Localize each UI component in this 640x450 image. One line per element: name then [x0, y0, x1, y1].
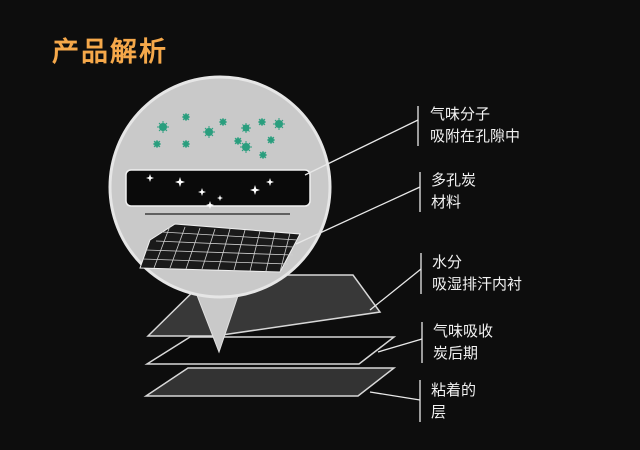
label-wicking-lining: 水分 吸湿排汗内衬 [432, 251, 522, 295]
page-title: 产品解析 [52, 37, 168, 68]
molecule-icon [259, 151, 267, 159]
leader-line-carbon [295, 186, 421, 245]
sparkle-icon [206, 201, 214, 209]
molecule-icon [153, 140, 161, 148]
molecule-icon [219, 118, 227, 126]
label-porous-carbon: 多孔炭 材料 [431, 169, 476, 213]
molecule-icon [258, 118, 266, 126]
label-odor-molecules: 气味分子 吸附在孔隙中 [430, 103, 520, 147]
trapped-molecules [146, 174, 274, 209]
label-line: 气味吸收 [433, 322, 494, 340]
label-line: 多孔炭 [431, 171, 477, 189]
sparkle-icon [217, 195, 223, 201]
molecule-icon [273, 118, 285, 130]
label-adhesive-layer: 粘着的 层 [431, 379, 476, 423]
molecule-icon [182, 113, 190, 121]
molecule-icon [267, 136, 275, 144]
sparkle-icon [175, 177, 185, 187]
label-odor-absorbing-charcoal: 气味吸收 炭后期 [433, 320, 493, 364]
leader-line-charcoal [377, 338, 423, 353]
fabric-mesh [139, 223, 301, 273]
leader-lines [295, 106, 423, 422]
label-line: 吸湿排汗内衬 [432, 275, 523, 293]
molecule-icon [182, 140, 190, 148]
odor-molecules [153, 113, 285, 159]
adhesive-layer [143, 367, 397, 397]
leader-line-odor [304, 119, 419, 176]
sparkle-icon [146, 174, 154, 182]
label-line: 粘着的 [431, 381, 477, 399]
carbon-layer [144, 336, 397, 365]
molecule-icon [241, 123, 251, 133]
sparkle-icon [198, 188, 206, 196]
label-line: 吸附在孔隙中 [430, 127, 521, 145]
porous-carbon-bar [125, 169, 311, 207]
label-line: 气味分子 [430, 105, 491, 123]
leader-line-adhesive [369, 391, 421, 401]
label-line: 材料 [431, 193, 462, 211]
molecule-icon [234, 137, 242, 145]
label-line: 炭后期 [433, 344, 479, 362]
label-line: 水分 [432, 253, 463, 271]
sparkle-icon [250, 185, 260, 195]
leader-line-lining [369, 268, 422, 311]
molecule-icon [157, 121, 169, 133]
label-line: 层 [431, 403, 447, 421]
molecule-icon [240, 141, 252, 153]
sparkle-icon [266, 178, 274, 186]
molecule-icon [203, 126, 215, 138]
